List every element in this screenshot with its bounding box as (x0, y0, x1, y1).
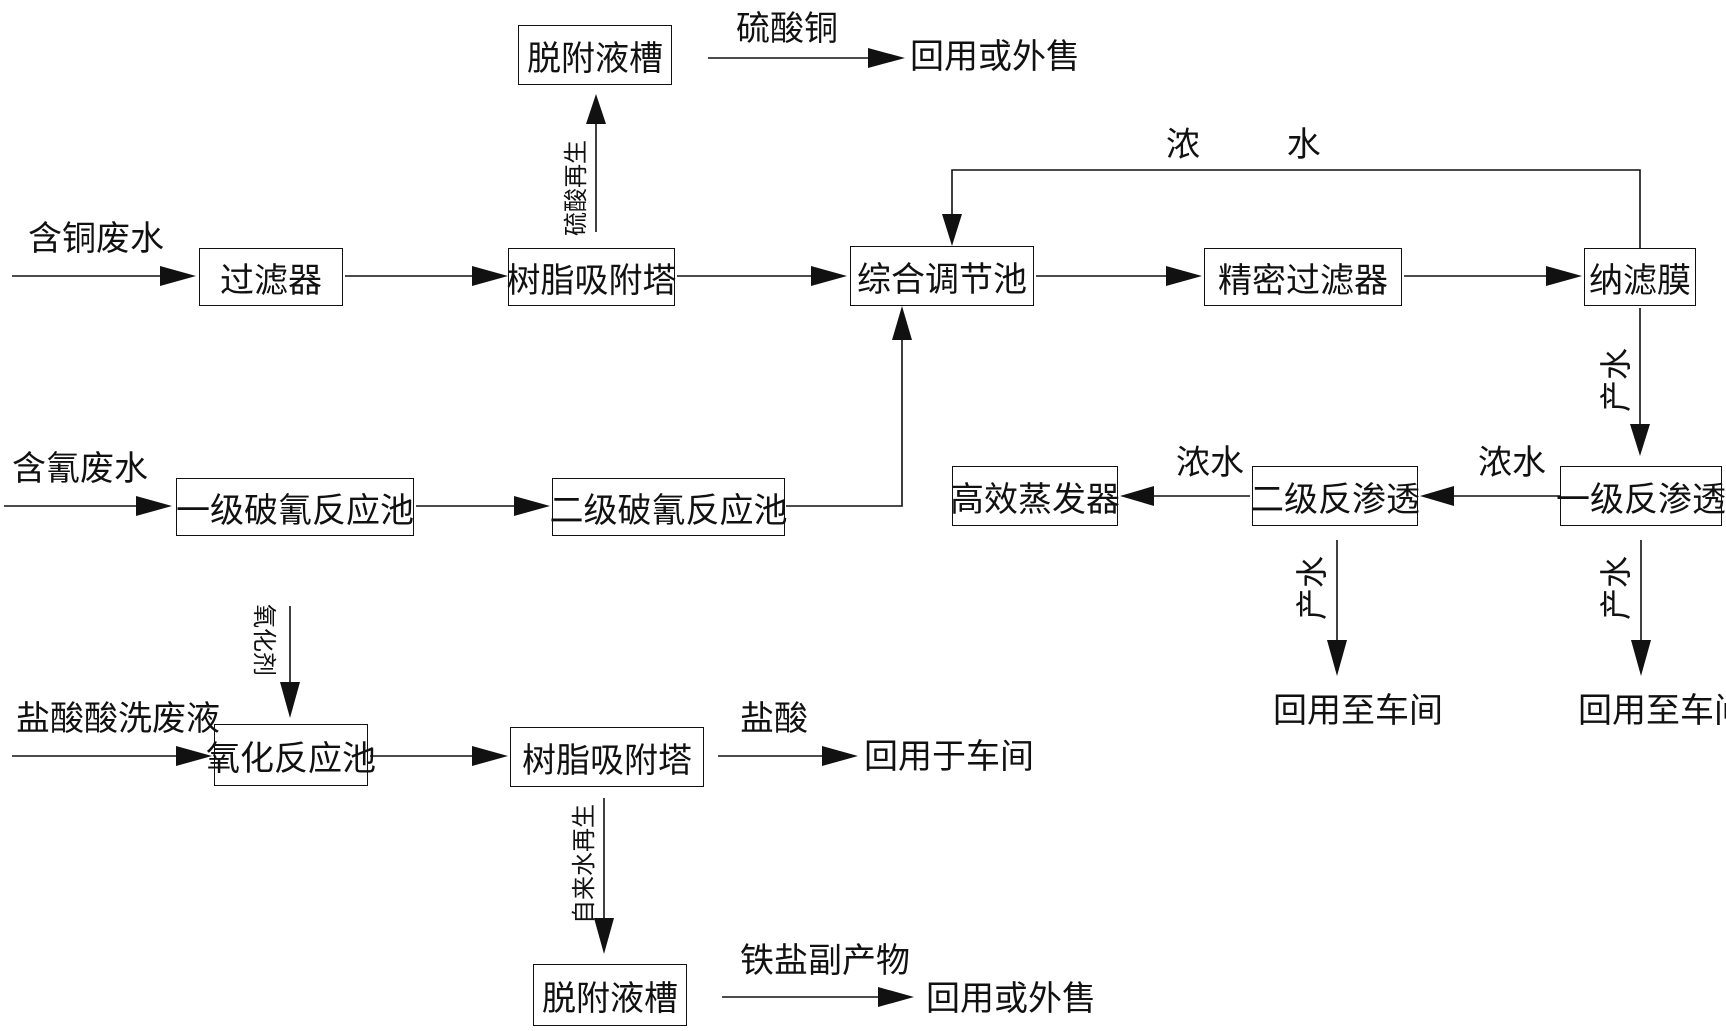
label-sulfuric-regen: 硫酸再生 (562, 140, 590, 236)
oxidation-reactor: 氧化反应池 (206, 724, 376, 786)
label-hcl: 盐酸 (740, 699, 808, 739)
label-reuse-sell-bottom: 回用或外售 (926, 979, 1096, 1019)
reverse-osmosis-2: 二级反渗透 (1250, 466, 1420, 526)
label-hcl-wastewater: 盐酸酸洗废液 (16, 699, 220, 739)
filter-box: 过滤器 (199, 248, 343, 306)
cyanide-reactor-1: 一级破氰反应池 (176, 478, 414, 536)
resin-tower-bottom: 树脂吸附塔 (510, 727, 704, 787)
nanofiltration-membrane: 纳滤膜 (1584, 248, 1696, 306)
label-concentrate-ro1: 浓水 (1478, 443, 1546, 483)
label-reuse-workshop-ro2: 回用至车间 (1273, 691, 1443, 731)
label-iron-salt: 铁盐副产物 (740, 941, 910, 981)
label-cyanide-wastewater: 含氰废水 (12, 449, 148, 489)
label-tapwater-regen: 自来水再生 (570, 804, 598, 924)
arrow-concentrate-loop (951, 169, 1641, 248)
cyanide-reactor-2: 二级破氰反应池 (550, 478, 788, 536)
label-product-water-nf: 产水 (1597, 347, 1636, 413)
label-product-water-ro1: 产水 (1597, 555, 1636, 621)
label-concentrate-ro2: 浓水 (1176, 443, 1244, 483)
label-copper-sulfate: 硫酸铜 (736, 9, 838, 49)
label-concentrate-top: 浓 水 (1166, 125, 1359, 165)
label-product-water-ro2: 产水 (1293, 555, 1332, 621)
high-efficiency-evaporator: 高效蒸发器 (950, 466, 1120, 526)
precision-filter: 精密过滤器 (1204, 248, 1402, 306)
arrow-cn2-equalize (786, 336, 903, 507)
desorb-tank-bottom: 脱附液槽 (533, 964, 687, 1026)
reverse-osmosis-1: 一级反渗透 (1556, 466, 1726, 526)
label-reuse-workshop-ro1: 回用至车间 (1578, 691, 1726, 731)
equalization-tank: 综合调节池 (850, 246, 1034, 306)
resin-tower-top: 树脂吸附塔 (507, 248, 677, 306)
label-reuse-sell-top: 回用或外售 (910, 37, 1080, 77)
desorb-tank-top: 脱附液槽 (518, 25, 672, 85)
label-copper-wastewater: 含铜废水 (28, 219, 164, 259)
label-oxidant: 氧化剂 (250, 604, 278, 676)
label-reuse-workshop-hcl: 回用于车间 (864, 737, 1034, 777)
